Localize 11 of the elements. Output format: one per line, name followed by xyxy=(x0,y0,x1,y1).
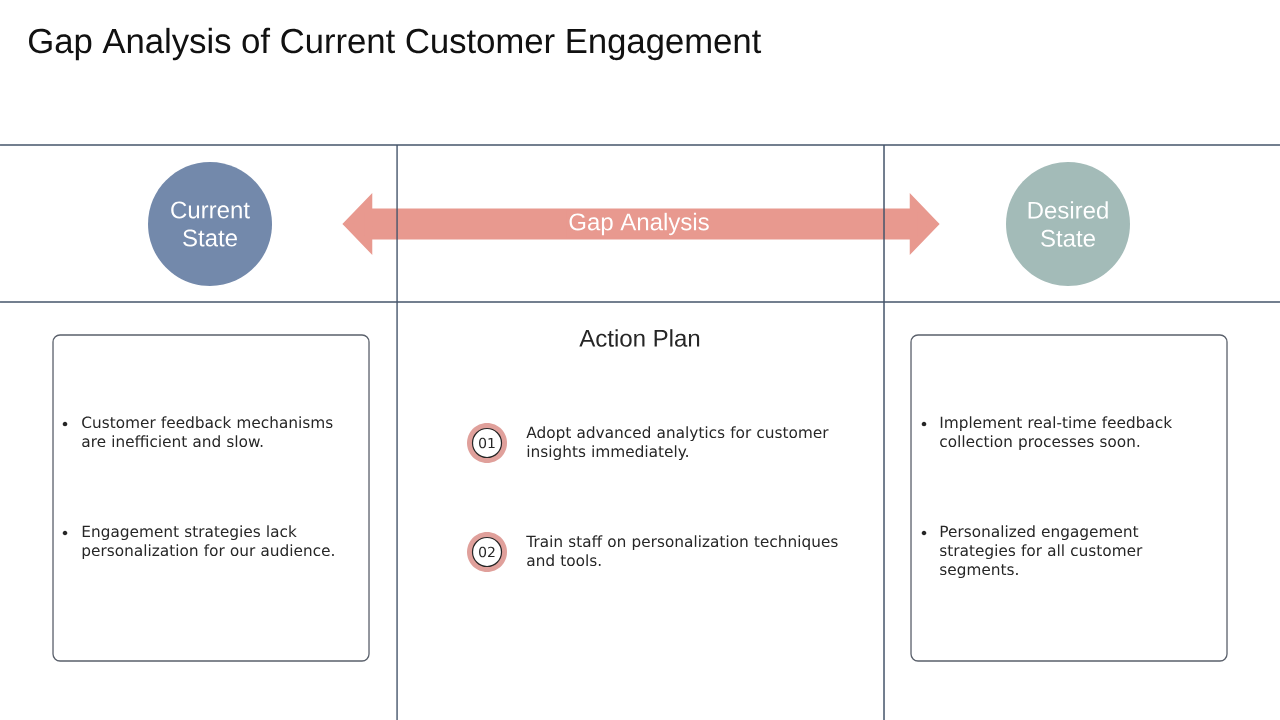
bullet-text: Implement real-time feedback collection processes soon. xyxy=(940,416,1173,451)
number-badge: 02 xyxy=(467,532,507,572)
edge-label: Gap Analysis xyxy=(566,210,712,238)
bullet-text: Engagement strategies lack personalization for our audience. xyxy=(82,525,334,560)
number-badge: 01 xyxy=(467,423,507,463)
title: Gap Analysis of Current Customer Engagement xyxy=(29,27,762,61)
bullet-text: Customer feedback mechanisms are inefficient and slow. xyxy=(82,416,333,448)
step-text: Train staff on personalization techniques and tools. xyxy=(526,535,838,567)
step-text: Adopt advanced analytics for customer insights immediately. xyxy=(526,426,829,461)
bullet-text: Personalized engagement strategies for all customer segments. xyxy=(940,525,1143,579)
section-heading: Action Plan xyxy=(579,329,700,347)
